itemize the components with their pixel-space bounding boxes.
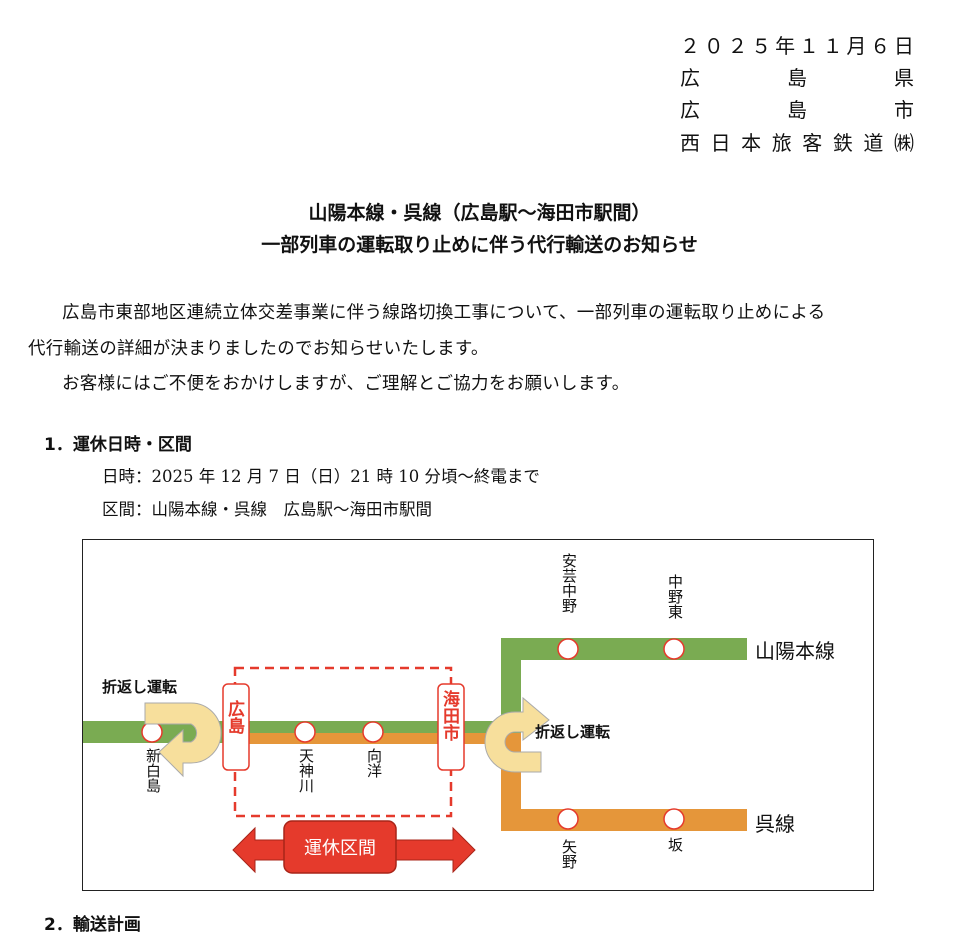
route-diagram-svg	[83, 638, 747, 874]
turnback-arrow-east-icon	[484, 696, 550, 773]
issuer-city: 広島市	[680, 98, 914, 122]
body-paragraph-2: お客様にはご不便をおかけしますが、ご理解とご協力をお願いします。	[62, 374, 630, 394]
station-marker-tenjingawa	[294, 721, 316, 743]
section-2-heading: 2．輸送計画	[44, 915, 141, 935]
station-marker-mukainada	[362, 721, 384, 743]
route-diagram: 折返し運転 折返し運転 広島 海田市 新白島 天神川 向洋 安芸中野 中野東 矢…	[82, 539, 874, 891]
station-label-tenjingawa: 天神川	[297, 748, 315, 793]
section-1-heading: 1．運休日時・区間	[44, 435, 192, 455]
body-paragraph-1a: 広島市東部地区連続立体交差事業に伴う線路切換工事について、一部列車の運転取り止め…	[62, 303, 826, 323]
station-marker-nakano-higashi	[663, 638, 685, 660]
line-label-kure: 呉線	[755, 812, 795, 836]
station-label-saka: 坂	[666, 837, 684, 852]
issuer-prefecture: 広島県	[680, 66, 914, 90]
notice-title-line1: 山陽本線・呉線（広島駅～海田市駅間）	[308, 202, 651, 224]
sanyo-line-branch	[501, 638, 521, 733]
station-box-kaitaichi	[437, 683, 465, 771]
line-label-sanyo: 山陽本線	[755, 639, 835, 663]
station-label-kaitaichi: 海田市	[439, 690, 459, 741]
turnback-label-west: 折返し運転	[102, 678, 178, 696]
issuer-company: 西日本旅客鉄道㈱	[680, 131, 914, 155]
station-label-nakano-higashi: 中野東	[666, 574, 684, 619]
suspension-datetime: 日時：2025 年 12 月 7 日（日）21 時 10 分頃～終電まで	[102, 467, 540, 486]
suspended-label-box	[283, 820, 397, 874]
station-label-aki-nakano: 安芸中野	[560, 553, 578, 613]
station-label-mukainada: 向洋	[365, 748, 383, 778]
kure-line-east	[501, 809, 747, 831]
station-label-hiroshima: 広島	[224, 700, 244, 734]
station-marker-aki-nakano	[557, 638, 579, 660]
station-label-yano: 矢野	[560, 839, 578, 869]
notice-title-line2: 一部列車の運転取り止めに伴う代行輸送のお知らせ	[261, 234, 698, 256]
turnback-arrow-west-icon	[144, 702, 222, 778]
station-label-shin-hakushima: 新白島	[144, 748, 162, 793]
station-box-hiroshima	[222, 683, 250, 771]
station-marker-saka	[663, 808, 685, 830]
station-marker-yano	[557, 808, 579, 830]
station-marker-shin-hakushima	[141, 721, 163, 743]
suspended-section-label: 運休区間	[304, 838, 376, 859]
sanyo-line-east	[501, 638, 747, 660]
turnback-label-east: 折返し運転	[535, 723, 611, 741]
body-paragraph-1b: 代行輸送の詳細が決まりましたのでお知らせいたします。	[28, 339, 489, 359]
suspension-range: 区間：山陽本線・呉線 広島駅～海田市駅間	[102, 500, 432, 519]
